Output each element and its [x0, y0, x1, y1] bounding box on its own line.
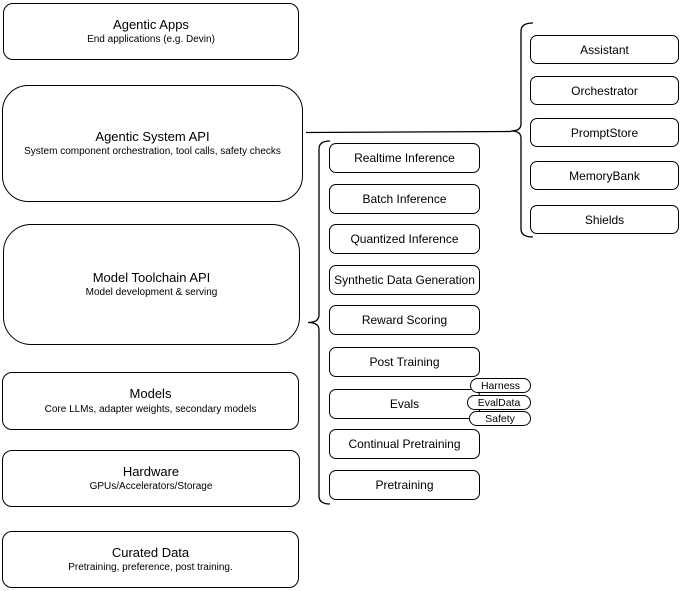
node-subtitle: Pretraining, preference, post training.	[68, 562, 233, 574]
node-orchestrator: Orchestrator	[530, 76, 679, 105]
node-agentic-system-api: Agentic System API System component orch…	[2, 85, 303, 202]
node-continual-pretraining: Continual Pretraining	[329, 429, 480, 459]
model-toolchain-brace	[307, 140, 331, 505]
node-agentic-apps: Agentic Apps End applications (e.g. Devi…	[3, 3, 299, 60]
node-pretraining: Pretraining	[329, 470, 480, 500]
node-title: Agentic Apps	[113, 16, 189, 32]
node-post-training: Post Training	[329, 347, 480, 377]
node-subtitle: GPUs/Accelerators/Storage	[89, 481, 213, 493]
pill-evaldata: EvalData	[467, 395, 531, 410]
node-subtitle: Core LLMs, adapter weights, secondary mo…	[44, 403, 257, 415]
node-reward-scoring: Reward Scoring	[329, 305, 480, 335]
node-hardware: Hardware GPUs/Accelerators/Storage	[2, 450, 300, 507]
node-promptstore: PromptStore	[530, 118, 679, 147]
node-title: Model Toolchain API	[92, 269, 211, 285]
node-title: Hardware	[122, 463, 180, 479]
pill-safety: Safety	[469, 411, 531, 426]
node-shields: Shields	[530, 205, 679, 234]
node-subtitle: End applications (e.g. Devin)	[87, 34, 215, 46]
node-title: Models	[129, 386, 172, 402]
node-subtitle: Model development & serving	[85, 287, 218, 299]
node-realtime-inference: Realtime Inference	[329, 143, 480, 173]
node-memorybank: MemoryBank	[530, 161, 679, 190]
node-assistant: Assistant	[530, 35, 679, 64]
node-model-toolchain-api: Model Toolchain API Model development & …	[3, 224, 300, 345]
node-evals: Evals	[329, 389, 480, 419]
node-curated-data: Curated Data Pretraining, preference, po…	[2, 531, 299, 588]
node-quantized-inference: Quantized Inference	[329, 224, 480, 254]
system-api-connector-line	[305, 130, 512, 134]
node-title: Curated Data	[111, 544, 190, 560]
node-subtitle: System component orchestration, tool cal…	[24, 146, 281, 158]
node-models: Models Core LLMs, adapter weights, secon…	[2, 372, 299, 430]
node-synthetic-data-generation: Synthetic Data Generation	[329, 265, 480, 295]
node-title: Agentic System API	[95, 128, 210, 144]
pill-harness: Harness	[470, 378, 531, 393]
node-batch-inference: Batch Inference	[329, 184, 480, 214]
